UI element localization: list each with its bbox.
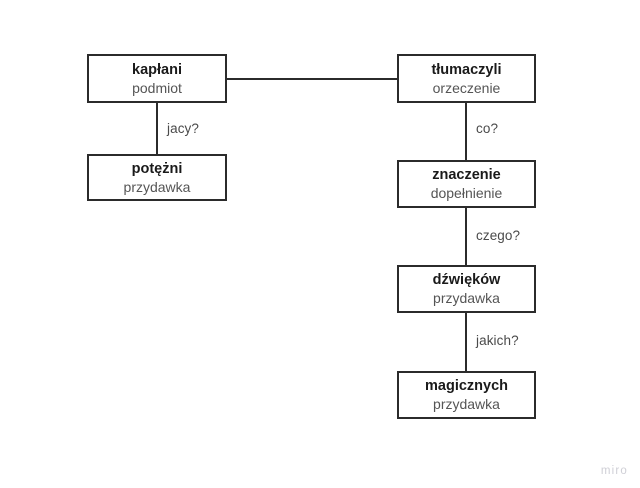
edge-kaplani-potezni [156,102,158,154]
node-potezni[interactable]: potężni przydawka [87,154,227,201]
node-word: kapłani [132,61,182,78]
node-role: orzeczenie [432,79,501,96]
node-role: przydawka [433,396,500,413]
edge-label-jakich: jakich? [476,333,519,348]
node-word: magicznych [425,378,508,395]
edge-znaczenie-dzwiekow [465,208,467,265]
node-kaplani[interactable]: kapłani podmiot [87,54,227,103]
node-word: znaczenie [432,167,501,184]
edge-label-czego: czego? [476,228,521,243]
node-word: potężni [131,160,183,177]
node-word: dźwięków [432,272,501,289]
node-magicznych[interactable]: magicznych przydawka [397,371,536,419]
node-tlumaczyli[interactable]: tłumaczyli orzeczenie [397,54,536,103]
node-znaczenie[interactable]: znaczenie dopełnienie [397,160,536,208]
node-role: przydawka [123,178,191,195]
edge-label-co: co? [476,121,499,136]
node-role: podmiot [132,79,182,96]
edge-tlumaczyli-znaczenie [465,102,467,160]
edge-kaplani-tlumaczyli [227,78,397,80]
node-word: tłumaczyli [431,61,502,78]
edge-dzwiekow-magicznych [465,313,467,371]
miro-watermark: miro [600,465,628,477]
node-role: przydawka [433,290,500,307]
node-role: dopełnienie [430,185,503,202]
node-dzwiekow[interactable]: dźwięków przydawka [397,265,536,313]
edge-label-jacy: jacy? [167,121,200,136]
